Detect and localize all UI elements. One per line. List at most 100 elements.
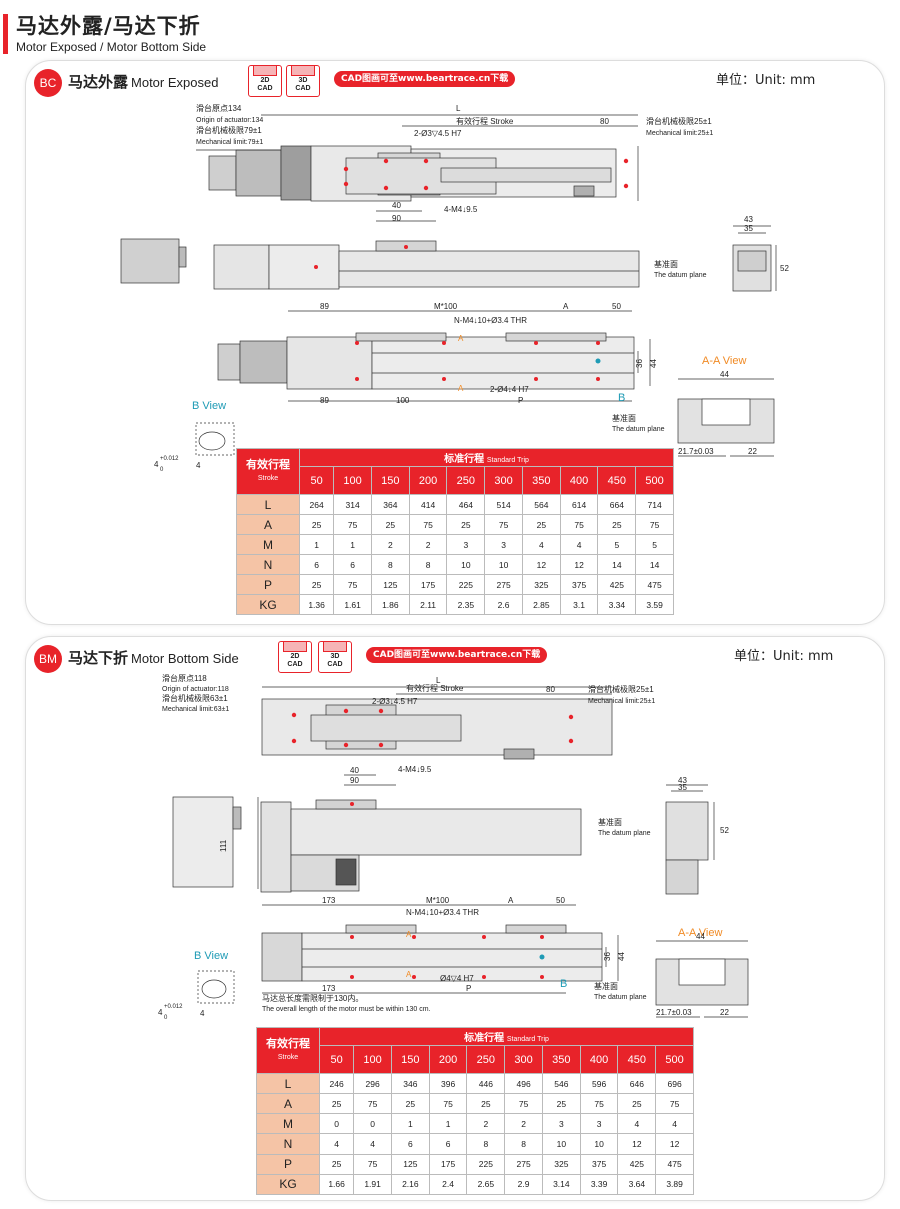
table-row-header: L: [256, 1072, 320, 1095]
dim-90: 90: [350, 776, 359, 785]
b-view-dim-4: 4: [158, 1008, 163, 1017]
dim-P: P: [518, 396, 523, 405]
table-cell: 2.11: [408, 594, 448, 615]
origin-label-cn: 滑台原点118: [162, 673, 207, 683]
table-cell: 25: [466, 1093, 506, 1115]
table-cell: 75: [504, 1093, 543, 1115]
table-cell: 3.89: [655, 1173, 694, 1196]
table-cell: 1.36: [298, 594, 335, 615]
table-cell: 464: [446, 494, 486, 515]
b-view-mark: B: [560, 978, 567, 990]
dim-35: 35: [678, 783, 687, 792]
dim-52: 52: [780, 264, 789, 273]
b-view-tol: +0.012: [164, 1004, 183, 1010]
b-view-marker: [539, 954, 545, 960]
table-cell: 25: [370, 514, 410, 535]
table-cell: 125: [370, 574, 410, 595]
table-cell: 75: [579, 1093, 619, 1115]
table-cell: 175: [428, 1153, 468, 1175]
dim-40: 40: [350, 766, 359, 775]
table-row-header: N: [236, 554, 300, 575]
dim-50: 50: [612, 302, 621, 311]
table-column-header: 200: [428, 1045, 468, 1074]
table-cell: 3.59: [635, 594, 674, 615]
table-cell: 1.91: [353, 1173, 392, 1196]
table-cell: 314: [333, 494, 372, 515]
table-cell: 396: [428, 1072, 468, 1095]
mech-limit-label-cn: 滑台机械极限79±1: [196, 125, 262, 135]
table-cell: 1: [390, 1113, 430, 1135]
dim-44: 44: [617, 952, 626, 961]
origin-label-en: Origin of actuator:134: [196, 117, 263, 124]
hole-spec-2: Ø4▽4 H7: [440, 974, 474, 983]
datum-label-en: The datum plane: [598, 830, 651, 837]
table-cell: 14: [597, 554, 637, 575]
table-column-header: 400: [579, 1045, 619, 1074]
dim-50: 50: [556, 896, 565, 905]
dim-m100: M*100: [426, 896, 450, 905]
table-cell: 4: [617, 1113, 657, 1135]
table-cell: 3: [541, 1113, 581, 1135]
table-cell: 2.85: [521, 594, 561, 615]
dim-111: 111: [219, 839, 228, 852]
section-code-badge: BC: [34, 69, 62, 97]
table-cell: 2.16: [390, 1173, 430, 1196]
table-cell: 3.39: [579, 1173, 619, 1196]
aa-dim-217: 21.7±0.03: [656, 1008, 692, 1017]
table-cell: 3: [484, 534, 523, 555]
table-cell: 125: [390, 1153, 430, 1175]
hole-spec-2: 2-Ø4↓4 H7: [490, 385, 529, 394]
cad-download-link[interactable]: CAD图画可至www.beartrace.cn下载: [334, 71, 516, 87]
table-cell: 10: [484, 554, 523, 575]
thread-spec-m4: 4-M4↓9.5: [444, 205, 478, 214]
table-cell: 25: [390, 1093, 430, 1115]
table-row-header: P: [256, 1153, 320, 1175]
table-cell: 25: [298, 514, 335, 535]
dim-A: A: [508, 896, 514, 905]
table-cell: 1.61: [333, 594, 372, 615]
table-cell: 75: [353, 1153, 392, 1175]
table-cell: 275: [484, 574, 523, 595]
dim-36: 36: [635, 359, 644, 368]
table-cell: 3.34: [597, 594, 637, 615]
table-cell: 425: [597, 574, 637, 595]
table-cell: 10: [579, 1133, 619, 1155]
table-cell: 375: [559, 574, 599, 595]
origin-label-cn: 滑台原点134: [196, 103, 242, 113]
table-cell: 12: [617, 1133, 657, 1155]
table-cell: 2.4: [428, 1173, 468, 1196]
table-cell: 25: [617, 1093, 657, 1115]
table-cell: 4: [655, 1113, 694, 1135]
table-cell: 25: [597, 514, 637, 535]
table-cell: 75: [408, 514, 448, 535]
table-cell: 6: [333, 554, 372, 575]
table-cell: 3: [579, 1113, 619, 1135]
table-column-header: 250: [466, 1045, 506, 1074]
aa-datum-en: The datum plane: [594, 994, 647, 1001]
table-column-header: 300: [484, 466, 523, 495]
aa-datum-cn: 基准面: [612, 413, 636, 423]
unit-label: 单位：Unit: mm: [734, 649, 834, 664]
cad-download-link[interactable]: CAD图画可至www.beartrace.cn下载: [366, 647, 548, 663]
drawing-motor-exposed: 滑台原点134 Origin of actuator:134 滑台机械极限79±…: [120, 103, 789, 473]
table-column-header: 500: [635, 466, 674, 495]
table-cell: 8: [408, 554, 448, 575]
table-cell: 175: [408, 574, 448, 595]
table-cell: 25: [446, 514, 486, 535]
table-cell: 8: [504, 1133, 543, 1155]
table-row-header: M: [256, 1113, 320, 1135]
dim-44: 44: [649, 359, 658, 368]
table-row-header: L: [236, 494, 300, 515]
section-mark-a-bottom: A: [406, 970, 412, 979]
